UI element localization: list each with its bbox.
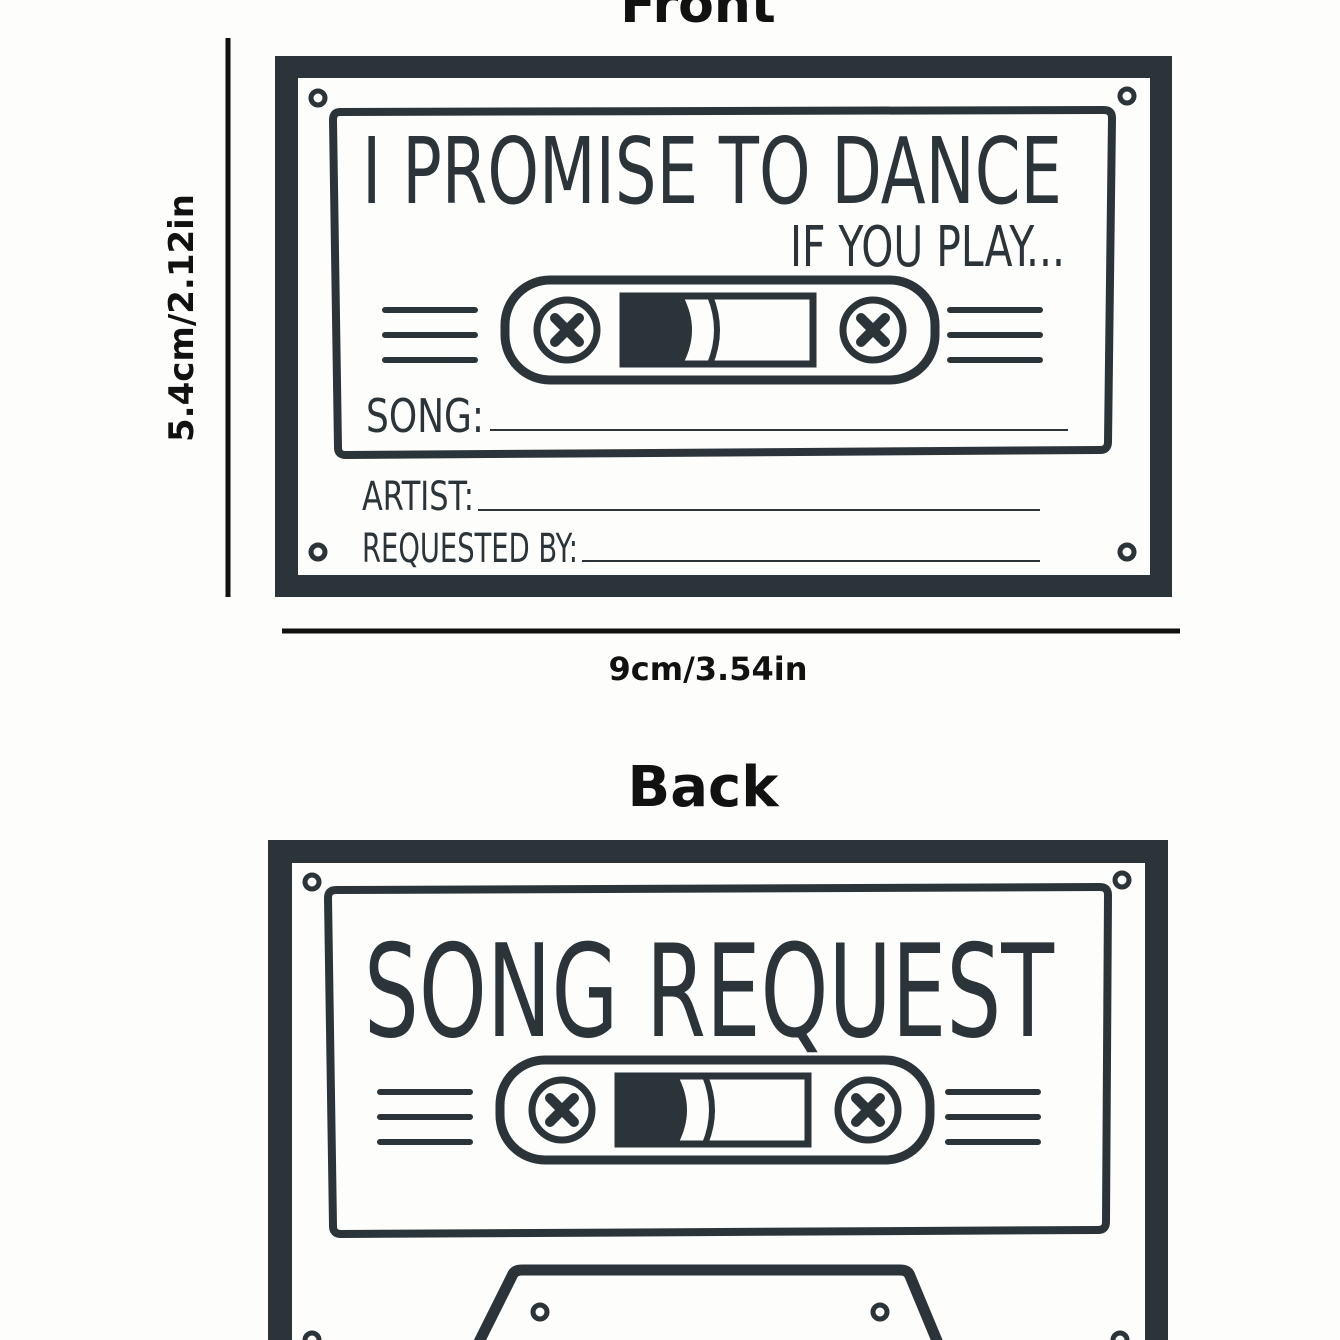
front-subtitle: IF YOU PLAY... [790, 215, 1065, 280]
front-heading: Front [620, 0, 775, 35]
back-title: SONG REQUEST [364, 918, 1055, 1067]
field-requested-by-label: REQUESTED BY: [362, 526, 578, 572]
width-dimension-label: 9cm/3.54in [609, 650, 808, 688]
back-card: SONG REQUEST [268, 840, 1168, 1340]
screw-icon [308, 86, 1137, 562]
screw-icon [302, 870, 1132, 1340]
front-title: I PROMISE TO DANCE [362, 118, 1062, 225]
field-artist-label: ARTIST: [362, 474, 474, 520]
front-card: I PROMISE TO DANCE IF YOU PLAY... SONG: … [275, 56, 1172, 597]
height-dimension-label: 5.4cm/2.12in [162, 194, 202, 442]
back-heading: Back [628, 755, 781, 820]
field-song-label: SONG: [366, 389, 484, 443]
